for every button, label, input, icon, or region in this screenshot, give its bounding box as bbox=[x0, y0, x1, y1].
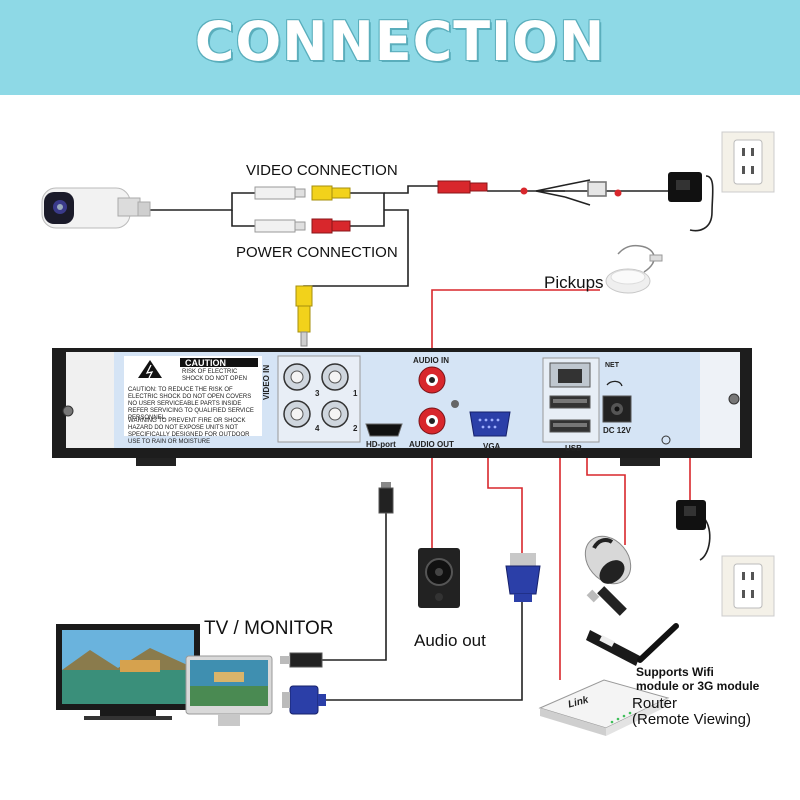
pickup-microphone bbox=[605, 244, 663, 294]
audio-in-wire bbox=[431, 289, 600, 364]
audio-in-label: AUDIO IN bbox=[413, 356, 449, 365]
power-adapter-lower bbox=[676, 500, 706, 530]
channel-1-label: 1 bbox=[353, 389, 358, 398]
net-label: NET bbox=[605, 362, 619, 369]
power-connectors bbox=[254, 218, 351, 234]
hdmi-plug bbox=[378, 482, 394, 514]
usb-label: USB bbox=[565, 444, 582, 453]
vga-wire-top bbox=[487, 457, 523, 555]
wall-outlet-top bbox=[721, 131, 775, 193]
caution-title: CAUTION bbox=[185, 358, 226, 368]
dc-label: DC 12V bbox=[603, 426, 632, 435]
caution-warning: WARNING TO PREVENT FIRE OR SHOCK HAZARD … bbox=[128, 418, 250, 445]
bullet-camera bbox=[41, 187, 151, 229]
vga-wire-bottom bbox=[325, 600, 523, 701]
camera-video-wire bbox=[150, 192, 255, 211]
power-branch-wire bbox=[384, 185, 438, 194]
audio-out-port-label: AUDIO OUT bbox=[409, 440, 454, 449]
power-splitter-cable bbox=[535, 179, 607, 206]
wifi-module bbox=[586, 623, 679, 666]
hdmi-wire bbox=[322, 513, 387, 661]
banner: CONNECTION bbox=[0, 0, 800, 95]
router-label: Router (Remote Viewing) bbox=[632, 695, 751, 728]
tv bbox=[56, 624, 200, 720]
monitor bbox=[185, 655, 273, 726]
red-dc-barrel bbox=[437, 180, 488, 194]
router bbox=[538, 679, 670, 736]
channel-2-label: 2 bbox=[353, 424, 358, 433]
power-adapter-top bbox=[668, 172, 702, 202]
channel-3-label: 3 bbox=[315, 389, 320, 398]
mouse bbox=[584, 535, 632, 585]
adapter-cord bbox=[689, 175, 714, 232]
wall-outlet-lower bbox=[721, 555, 775, 617]
yellow-rca-plug bbox=[295, 285, 313, 347]
audio-out-label: Audio out bbox=[414, 631, 486, 650]
caution-body: CAUTION: TO REDUCE THE RISK OF ELECTRIC … bbox=[128, 387, 254, 421]
channel-4-label: 4 bbox=[315, 424, 320, 433]
wifi-module-label: Supports Wifi module or 3G module bbox=[636, 665, 760, 693]
caution-subtitle: RISK OF ELECTRIC SHOCK DO NOT OPEN bbox=[182, 369, 247, 382]
power-connection-label: POWER CONNECTION bbox=[236, 244, 398, 261]
video-connection-label: VIDEO CONNECTION bbox=[246, 162, 398, 179]
vga-label: VGA bbox=[483, 442, 501, 451]
vga-plug-middle bbox=[505, 553, 541, 602]
video-rca-connectors bbox=[254, 185, 351, 201]
camera-power-wire bbox=[231, 210, 255, 227]
hdmi-plug-tv bbox=[280, 652, 323, 668]
banner-title: CONNECTION bbox=[194, 10, 606, 73]
splitter-join-wire bbox=[350, 192, 385, 227]
vga-plug-monitor bbox=[282, 685, 326, 715]
usb-dongle bbox=[586, 586, 627, 616]
dc-adapter-cord bbox=[699, 517, 711, 561]
pickups-label: Pickups bbox=[544, 273, 604, 292]
hd-port-label: HD-port bbox=[366, 440, 396, 449]
tv-monitor-label: TV / MONITOR bbox=[204, 618, 334, 639]
speaker bbox=[418, 548, 460, 608]
dvr-back-panel bbox=[52, 348, 752, 466]
video-in-label: VIDEO IN bbox=[262, 364, 271, 400]
